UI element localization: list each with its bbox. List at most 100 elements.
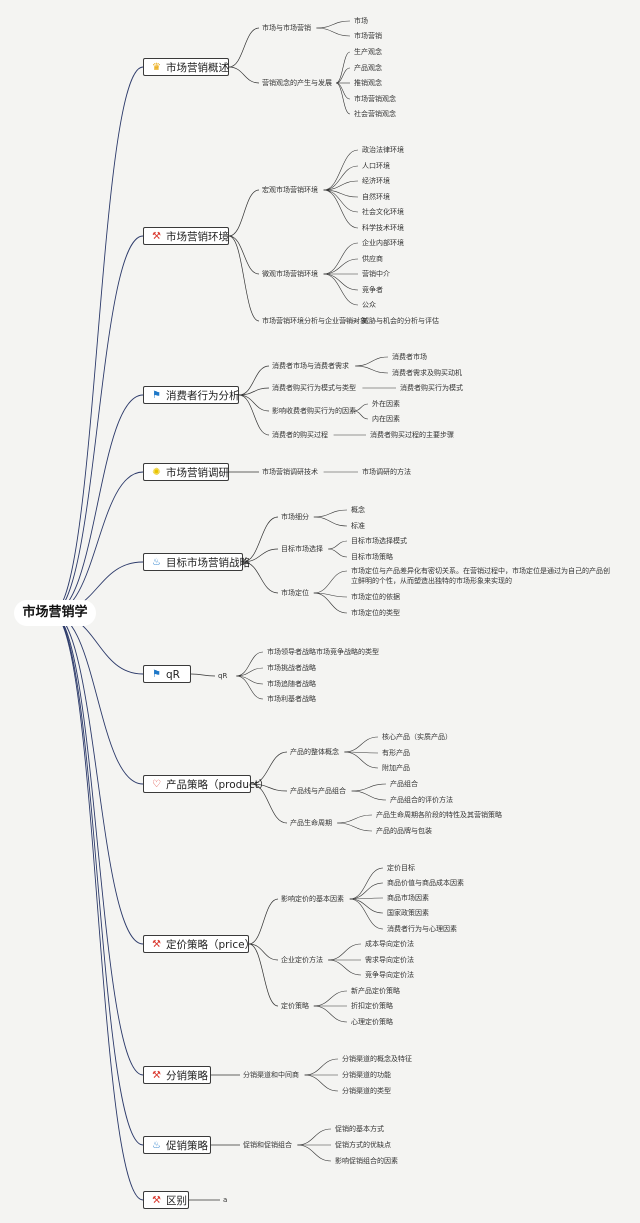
- topic-label: 市场营销调研: [166, 467, 229, 479]
- leaf-topic[interactable]: 公众: [362, 301, 376, 309]
- leaf-topic[interactable]: 分销渠道的概念及特征: [342, 1055, 412, 1063]
- subtopic[interactable]: 消费者市场与消费者需求: [272, 362, 349, 370]
- topic-10[interactable]: ♨促销策略: [143, 1136, 211, 1154]
- topic-11[interactable]: ⚒区别: [143, 1191, 189, 1209]
- leaf-topic[interactable]: 人口环境: [362, 162, 390, 170]
- leaf-topic[interactable]: 定价目标: [387, 864, 415, 872]
- topic-2[interactable]: ⚒市场营销环境: [143, 227, 229, 245]
- subtopic[interactable]: 宏观市场营销环境: [262, 186, 318, 194]
- leaf-topic[interactable]: 标准: [351, 522, 365, 530]
- topic-4[interactable]: ✺市场营销调研: [143, 463, 229, 481]
- leaf-topic[interactable]: 营销中介: [362, 270, 390, 278]
- leaf-topic[interactable]: 消费者需求及购买动机: [392, 369, 462, 377]
- leaf-topic[interactable]: 心理定价策略: [351, 1018, 393, 1026]
- branch-connector: [250, 783, 288, 792]
- subtopic[interactable]: 定价策略: [281, 1002, 309, 1010]
- leaf-topic[interactable]: 自然环境: [362, 193, 390, 201]
- leaf-topic[interactable]: 影响促销组合的因素: [335, 1157, 398, 1165]
- leaf-topic[interactable]: 市场领导者战略市场竞争战略的类型: [267, 648, 379, 656]
- leaf-topic[interactable]: 新产品定价策略: [351, 987, 400, 995]
- leaf-topic[interactable]: 竞争导向定价法: [365, 971, 414, 979]
- subtopic[interactable]: a: [223, 1196, 228, 1204]
- leaf-topic[interactable]: 核心产品（实质产品）: [382, 733, 452, 741]
- leaf-topic[interactable]: 市场定位的依据: [351, 593, 400, 601]
- leaf-topic[interactable]: 产品观念: [354, 64, 382, 72]
- leaf-topic[interactable]: 市场追随者战略: [267, 680, 316, 688]
- leaf-topic[interactable]: 消费者购买过程的主要步骤: [370, 431, 454, 439]
- subtopic[interactable]: 企业定价方法: [281, 956, 323, 964]
- leaf-topic[interactable]: 社会营销观念: [354, 110, 396, 118]
- leaf-topic[interactable]: 市场调研的方法: [362, 468, 411, 476]
- leaf-topic[interactable]: 消费者购买行为模式: [400, 384, 463, 392]
- subtopic[interactable]: 产品线与产品组合: [290, 787, 346, 795]
- topic-6[interactable]: ⚑qR: [143, 665, 191, 683]
- leaf-topic[interactable]: 威胁与机会的分析与评估: [362, 317, 439, 325]
- leaf-topic[interactable]: 市场定位的类型: [351, 609, 400, 617]
- leaf-topic[interactable]: 推销观念: [354, 79, 382, 87]
- leaf-topic[interactable]: 供应商: [362, 255, 383, 263]
- leaf-topic[interactable]: 市场: [354, 17, 368, 25]
- subtopic[interactable]: 消费者购买行为模式与类型: [272, 384, 356, 392]
- trophy-icon: ♛: [152, 62, 161, 73]
- subtopic[interactable]: 影响收费者购买行为的因素: [272, 407, 356, 415]
- leaf-topic[interactable]: 国家政策因素: [387, 909, 429, 917]
- leaf-topic[interactable]: 生产观念: [354, 48, 382, 56]
- topic-7[interactable]: ♡产品策略（product）: [143, 775, 269, 793]
- subtopic[interactable]: 目标市场选择: [281, 545, 323, 553]
- topic-9[interactable]: ⚒分销策略: [143, 1066, 211, 1084]
- leaf-topic[interactable]: 附加产品: [382, 764, 410, 772]
- topic-3[interactable]: ⚑消费者行为分析: [143, 386, 240, 404]
- leaf-topic[interactable]: 产品生命周期各阶段的特性及其营销策略: [376, 811, 502, 819]
- subtopic[interactable]: 市场与市场营销: [262, 24, 311, 32]
- leaf-topic[interactable]: 市场营销观念: [354, 95, 396, 103]
- leaf-topic[interactable]: 消费者市场: [392, 353, 427, 361]
- subtopic[interactable]: 消费者的购买过程: [272, 431, 328, 439]
- leaf-topic[interactable]: 概念: [351, 506, 365, 514]
- subtopic[interactable]: 微观市场营销环境: [262, 270, 318, 278]
- leaf-topic[interactable]: 市场挑战者战略: [267, 664, 316, 672]
- leaf-topic[interactable]: 外在因素: [372, 400, 400, 408]
- leaf-topic[interactable]: 企业内部环境: [362, 239, 404, 247]
- leaf-topic[interactable]: 经济环境: [362, 177, 390, 185]
- root-topic[interactable]: 市场营销学: [14, 600, 96, 626]
- leaf-topic[interactable]: 分销渠道的功能: [342, 1071, 391, 1079]
- subtopic[interactable]: 分销渠道和中间商: [243, 1071, 299, 1079]
- subtopic[interactable]: 市场定位: [281, 589, 309, 597]
- leaf-topic[interactable]: 目标市场策略: [351, 553, 393, 561]
- heart-icon: ♡: [152, 779, 161, 790]
- leaf-topic[interactable]: 内在因素: [372, 415, 400, 423]
- leaf-topic[interactable]: 商品市场因素: [387, 894, 429, 902]
- subtopic[interactable]: 营销观念的产生与发展: [262, 79, 332, 87]
- leaf-topic[interactable]: 促销的基本方式: [335, 1125, 384, 1133]
- leaf-topic[interactable]: 促销方式的优缺点: [335, 1141, 391, 1149]
- leaf-topic[interactable]: 产品组合: [390, 780, 418, 788]
- leaf-topic[interactable]: 商品价值与商品成本因素: [387, 879, 464, 887]
- subtopic[interactable]: 市场营销调研技术: [262, 468, 318, 476]
- leaf-topic[interactable]: 社会文化环境: [362, 208, 404, 216]
- leaf-topic[interactable]: 产品组合的评价方法: [390, 796, 453, 804]
- leaf-topic[interactable]: 消费者行为与心理因素: [387, 925, 457, 933]
- leaf-topic[interactable]: 折扣定价策略: [351, 1002, 393, 1010]
- leaf-topic[interactable]: 市场定位与产品差异化有密切关系。在营销过程中，市场定位是通过为自己的产品创立鲜明…: [351, 567, 610, 585]
- leaf-topic[interactable]: 分销渠道的类型: [342, 1087, 391, 1095]
- subtopic[interactable]: 促销和促销组合: [243, 1141, 292, 1149]
- leaf-topic[interactable]: 目标市场选择模式: [351, 537, 407, 545]
- topic-8[interactable]: ⚒定价策略（price）: [143, 935, 255, 953]
- topic-1[interactable]: ♛市场营销概述: [143, 58, 229, 76]
- leaf-topic[interactable]: 市场利基者战略: [267, 695, 316, 703]
- leaf-topic[interactable]: 成本导向定价法: [365, 940, 414, 948]
- leaf-topic[interactable]: 有形产品: [382, 749, 410, 757]
- leaf-topic[interactable]: 需求导向定价法: [365, 956, 414, 964]
- leaf-topic[interactable]: 政治法律环境: [362, 146, 404, 154]
- subtopic[interactable]: 产品的整体概念: [290, 748, 339, 756]
- subtopic[interactable]: 影响定价的基本因素: [281, 895, 344, 903]
- leaf-topic[interactable]: 竞争者: [362, 286, 383, 294]
- subtopic[interactable]: 产品生命周期: [290, 819, 332, 827]
- topic-5[interactable]: ♨目标市场营销战略: [143, 553, 250, 571]
- leaf-topic[interactable]: 科学技术环境: [362, 224, 404, 232]
- subtopic[interactable]: 市场营销环境分析与企业营销对象: [262, 317, 367, 325]
- subtopic[interactable]: qR: [218, 672, 228, 680]
- subtopic[interactable]: 市场细分: [281, 513, 309, 521]
- leaf-topic[interactable]: 产品的品牌与包装: [376, 827, 432, 835]
- leaf-topic[interactable]: 市场营销: [354, 32, 382, 40]
